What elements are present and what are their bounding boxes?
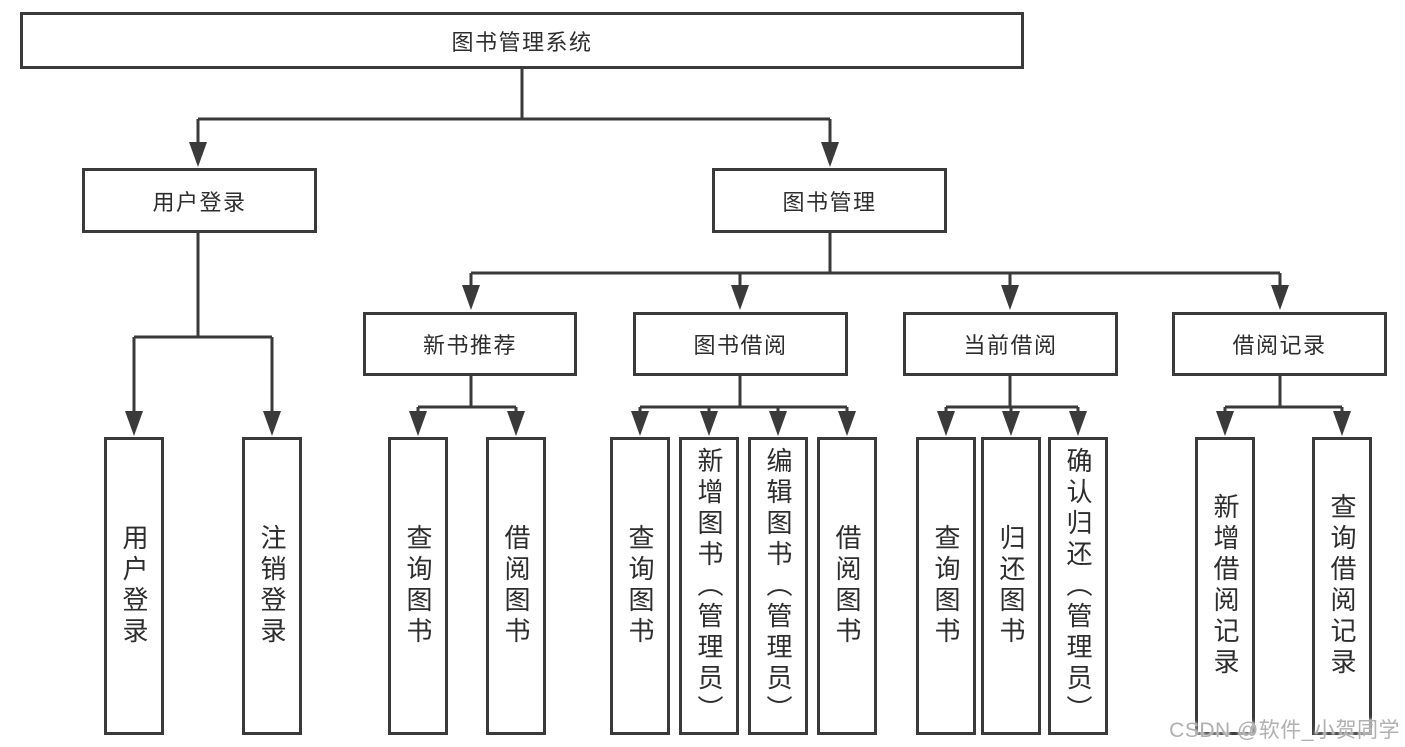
leaf-edit-books-admin: 编辑图书（管理员） xyxy=(748,437,808,735)
node-label: 查询图书 xyxy=(625,524,655,648)
node-label: 图书管理系统 xyxy=(451,29,593,55)
node-user-login: 用户登录 xyxy=(82,168,317,233)
arrowhead xyxy=(507,411,525,436)
arrowhead xyxy=(769,411,787,436)
leaf-confirm-return-admin: 确认归还（管理员） xyxy=(1048,437,1108,735)
csdn-watermark: CSDN @软件_小贺同学 xyxy=(1169,719,1400,742)
arrowhead xyxy=(1333,411,1351,436)
node-label: 图书借阅 xyxy=(693,333,788,358)
arrowhead xyxy=(700,411,718,436)
arrowhead xyxy=(631,411,649,436)
node-label: 注销登录 xyxy=(257,524,287,648)
node-new-book-recommendation: 新书推荐 xyxy=(363,312,577,376)
leaf-return-books: 归还图书 xyxy=(981,437,1041,735)
leaf-borrow-books-recommend: 借阅图书 xyxy=(486,437,546,735)
arrowhead xyxy=(189,142,207,167)
leaf-query-books-current: 查询图书 xyxy=(916,437,976,735)
leaf-logout: 注销登录 xyxy=(242,437,302,735)
node-label: 借阅图书 xyxy=(501,524,531,648)
node-label: 借阅图书 xyxy=(832,524,862,648)
arrowheads xyxy=(125,142,1351,436)
node-label: 新书推荐 xyxy=(422,333,517,358)
node-label: 确认归还（管理员） xyxy=(1063,446,1093,726)
node-book-management: 图书管理 xyxy=(712,168,947,233)
node-label: 图书管理 xyxy=(782,189,877,215)
connector-newbook-to-leaves xyxy=(416,375,518,416)
arrowhead xyxy=(937,411,955,436)
arrowhead xyxy=(263,411,281,436)
arrowhead xyxy=(462,285,480,310)
arrowhead xyxy=(731,285,749,310)
leaf-add-borrow-record: 新增借阅记录 xyxy=(1195,437,1255,735)
connector-bookmgmt-to-level3 xyxy=(469,232,1282,290)
node-root-library-system: 图书管理系统 xyxy=(20,12,1024,69)
arrowhead xyxy=(821,142,839,167)
leaf-query-books-borrow: 查询图书 xyxy=(610,437,670,735)
leaf-add-books-admin: 新增图书（管理员） xyxy=(679,437,739,735)
node-current-borrowing: 当前借阅 xyxy=(903,312,1118,376)
leaf-query-borrow-record: 查询借阅记录 xyxy=(1312,437,1372,735)
node-label: 编辑图书（管理员） xyxy=(763,446,793,726)
node-label: 借阅记录 xyxy=(1232,333,1327,358)
connector-userlogin-to-leaves xyxy=(132,232,274,416)
connector-bookborrow-to-leaves xyxy=(638,375,849,416)
arrowhead xyxy=(125,411,143,436)
node-label: 归还图书 xyxy=(996,524,1026,648)
leaf-user-login: 用户登录 xyxy=(104,437,164,735)
node-label: 新增借阅记录 xyxy=(1210,493,1240,679)
arrowhead xyxy=(1001,285,1019,310)
node-label: 查询图书 xyxy=(931,524,961,648)
arrowhead xyxy=(409,411,427,436)
leaf-borrow-books: 借阅图书 xyxy=(817,437,877,735)
arrowhead xyxy=(1271,285,1289,310)
arrowhead xyxy=(838,411,856,436)
leaf-query-books-recommend: 查询图书 xyxy=(388,437,448,735)
node-book-borrowing: 图书借阅 xyxy=(633,312,848,376)
node-label: 查询图书 xyxy=(403,524,433,648)
node-label: 用户登录 xyxy=(152,189,247,215)
node-label: 当前借阅 xyxy=(963,333,1058,358)
connector-records-to-leaves xyxy=(1223,375,1344,416)
arrowhead xyxy=(1069,411,1087,436)
node-borrowing-records: 借阅记录 xyxy=(1172,312,1387,376)
node-label: 查询借阅记录 xyxy=(1327,493,1357,679)
arrowhead xyxy=(1002,411,1020,436)
node-label: 用户登录 xyxy=(119,524,149,648)
arrowhead xyxy=(1216,411,1234,436)
node-label: 新增图书（管理员） xyxy=(694,446,724,726)
connector-currentborrow-to-leaves xyxy=(944,375,1080,416)
connector-root-to-level2 xyxy=(196,68,832,147)
